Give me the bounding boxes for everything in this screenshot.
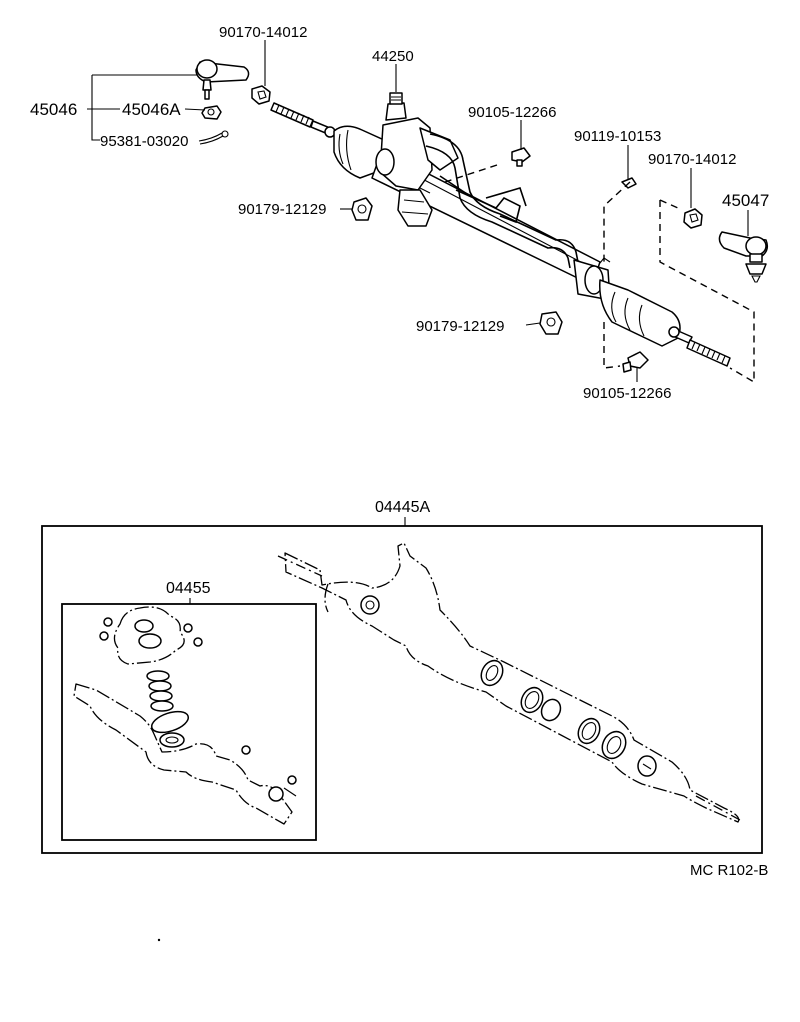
lock-nut-right xyxy=(683,208,703,229)
tie-rod-thread-left xyxy=(270,102,336,138)
valve-body xyxy=(375,92,459,227)
tie-rod-end-left xyxy=(195,59,250,100)
kit-box-04455 xyxy=(61,603,317,841)
label-45046A: 45046A xyxy=(122,100,181,119)
leader-lines xyxy=(87,40,749,382)
label-95381-03020: 95381-03020 xyxy=(100,133,188,150)
kit-04455-contents xyxy=(73,606,297,825)
label-04445A: 04445A xyxy=(375,499,430,516)
tie-rod-end-right xyxy=(718,231,769,283)
label-04455: 04455 xyxy=(166,580,211,597)
hydraulic-lines xyxy=(425,133,579,269)
tie-rod-thread-right xyxy=(668,326,731,367)
upper-dashed-guides xyxy=(444,164,755,384)
kit-box-04445A xyxy=(41,525,763,854)
label-90119-10153: 90119-10153 xyxy=(574,128,661,145)
label-90179-12129-top: 90179-12129 xyxy=(238,201,326,218)
clamp-upper xyxy=(351,197,373,221)
label-90179-12129-mid: 90179-12129 xyxy=(416,318,504,335)
clamp-middle xyxy=(539,311,563,335)
bolt-upper xyxy=(511,147,531,167)
cotter-pin xyxy=(198,130,229,145)
label-45046: 45046 xyxy=(30,100,77,119)
bolt-lower xyxy=(622,351,649,373)
reference-code: MC R102-B xyxy=(690,862,768,879)
kit-04445A-seals xyxy=(360,595,657,777)
label-90105-12266-top: 90105-12266 xyxy=(468,104,556,121)
kit-ghost-housing xyxy=(277,542,741,823)
label-45047: 45047 xyxy=(722,191,769,210)
label-90105-12266-bottom: 90105-12266 xyxy=(583,385,671,402)
boot-right xyxy=(599,279,681,347)
label-90170-14012-right: 90170-14012 xyxy=(648,151,736,168)
stray-mark xyxy=(157,938,161,942)
label-90170-14012-left: 90170-14012 xyxy=(219,24,307,41)
castle-nut-left xyxy=(201,105,222,120)
label-44250: 44250 xyxy=(372,48,414,65)
lock-nut-left xyxy=(251,85,271,105)
